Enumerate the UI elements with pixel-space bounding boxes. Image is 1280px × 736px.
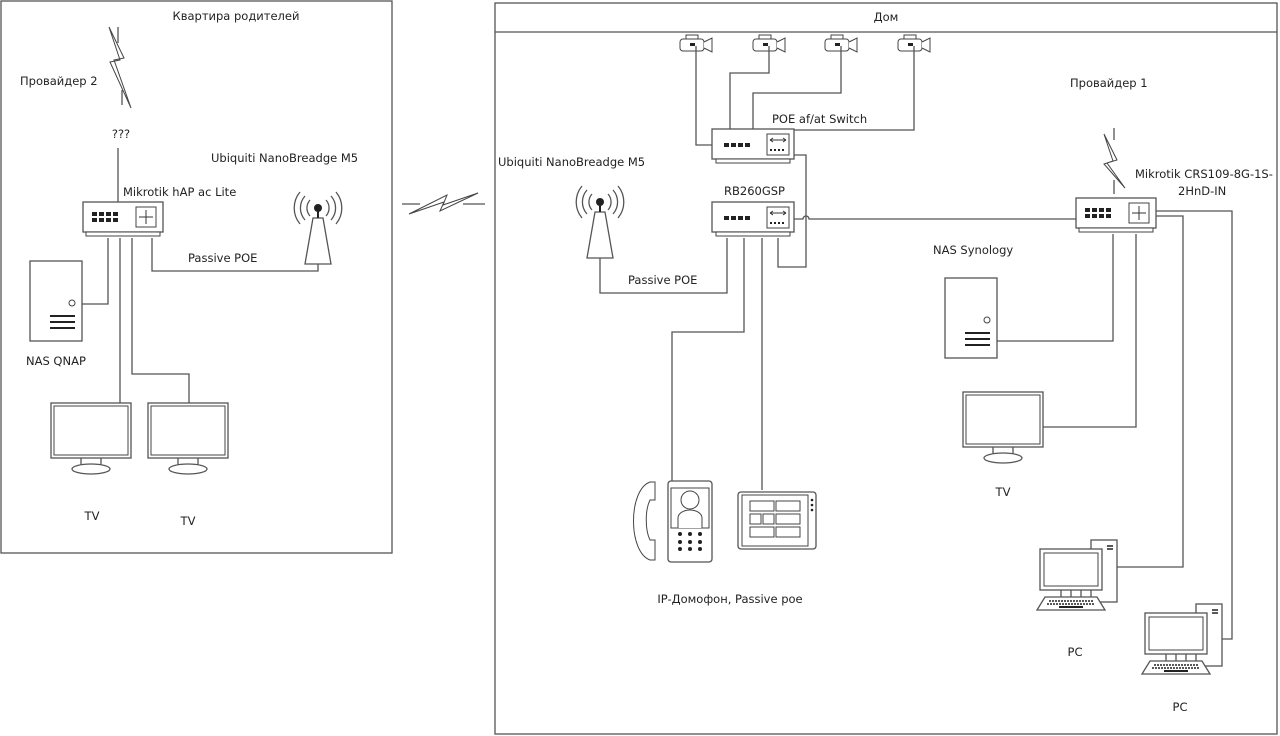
bridge-home-label: Ubiquiti NanoBreadge M5 [498,155,645,169]
nas-synology-label: NAS Synology [933,243,1013,257]
antenna-parents-icon [293,191,343,265]
tv-home-label: TV [995,485,1011,499]
link-cam4-switch [794,46,915,131]
provider-2-label: Провайдер 2 [20,74,98,88]
lightning-icon [108,26,132,109]
link-bridge-rb [599,238,728,294]
intercom-label: IP-Домофон, Passive poe [657,592,802,606]
rb260gsp-icon [711,201,795,237]
tv-home-icon [962,391,1044,464]
touch-panel-icon [737,491,817,550]
zone-parents-frame [0,0,393,554]
passive-poe-home-label: Passive POE [628,273,697,287]
bridge-parents-label: Ubiquiti NanoBreadge M5 [211,151,358,165]
link-router-tv2 [131,238,190,403]
tv-parents-1-icon [50,402,132,475]
router-crs-label-2: 2HnD-IN [1178,184,1226,198]
link-rb-router [794,215,1076,220]
link-cam3-switch [752,46,842,129]
zone-parents-title: Квартира родителей [173,9,300,23]
router-hap-label: Mikrotik hAP ac Lite [123,185,236,199]
unknown-link-label: ??? [112,127,130,141]
router-hap-icon [82,201,164,237]
nas-synology-icon [944,277,998,359]
intercom-icon [633,480,713,563]
pc-1-icon [1036,539,1118,611]
link-cam1-switch [695,46,712,146]
link-switch-rb [777,154,807,268]
zone-home-title: Дом [874,10,899,24]
tv-parents-2-label: TV [180,514,196,528]
zone-home-frame [494,2,1278,735]
link-router-nas [996,234,1114,342]
rb260gsp-label: RB260GSP [724,184,785,198]
passive-poe-parents-label: Passive POE [188,251,257,265]
pc-1-label: PC [1068,645,1083,659]
link-router-pc2 [1156,210,1233,640]
link-rb-intercom [671,238,745,482]
pc-2-label: PC [1173,700,1188,714]
link-router-pc1 [1116,215,1184,568]
link-router-bridge [151,238,319,272]
provider-1-label: Провайдер 1 [1070,76,1148,90]
router-crs-label-1: Mikrotik CRS109-8G-1S- [1135,167,1273,181]
link-router-nas [82,238,109,305]
poe-switch-icon [711,128,795,164]
antenna-home-icon [575,185,625,259]
nas-qnap-label: NAS QNAP [26,354,86,368]
link-router-tv [1043,234,1137,428]
lightning-icon [1103,128,1126,194]
router-crs-icon [1075,197,1157,233]
pc-2-icon [1141,603,1223,675]
nas-qnap-icon [29,260,83,342]
tv-parents-2-icon [147,402,229,475]
wireless-link-icon [402,192,485,215]
tv-parents-1-label: TV [84,509,100,523]
link-cam2-switch [729,46,770,129]
poe-switch-label: POE af/at Switch [772,112,867,126]
